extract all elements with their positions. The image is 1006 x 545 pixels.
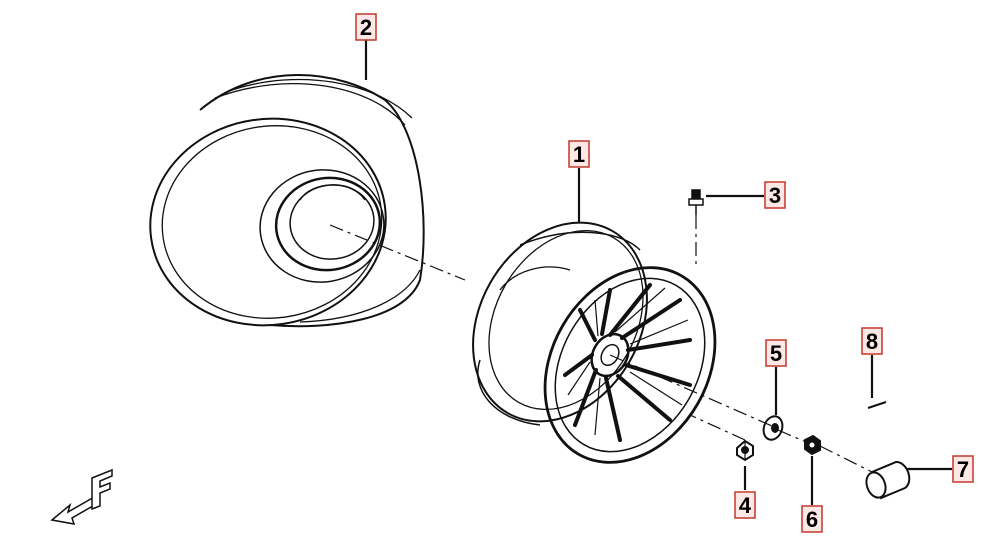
callout-rim: 1: [568, 140, 590, 168]
svg-text:2: 2: [360, 15, 372, 40]
callout-valve: 3: [764, 181, 786, 209]
rim: [472, 221, 717, 464]
svg-text:4: 4: [739, 493, 752, 518]
svg-text:3: 3: [769, 183, 781, 208]
svg-text:1: 1: [573, 142, 585, 167]
callout-washer: 5: [765, 339, 787, 367]
tire: [149, 74, 425, 328]
callout-cotter-pin: 8: [861, 327, 883, 355]
lug-nut: [736, 439, 754, 462]
leader-lines: [364, 40, 952, 505]
svg-text:8: 8: [866, 329, 878, 354]
callout-axle-nut: 6: [801, 505, 823, 533]
callout-lug-nut: 4: [734, 491, 756, 519]
hub-cap: [865, 461, 911, 500]
svg-text:7: 7: [957, 457, 969, 482]
valve-stem: [688, 189, 704, 215]
callout-tire: 2: [355, 13, 377, 41]
cotter-pin: [867, 401, 887, 409]
front-direction-arrow-icon: [50, 468, 113, 525]
axle-nut: [804, 434, 821, 456]
svg-text:5: 5: [770, 341, 782, 366]
svg-text:6: 6: [806, 507, 818, 532]
assembly-centerlines: [329, 215, 873, 473]
callout-hub-cap: 7: [952, 455, 974, 483]
